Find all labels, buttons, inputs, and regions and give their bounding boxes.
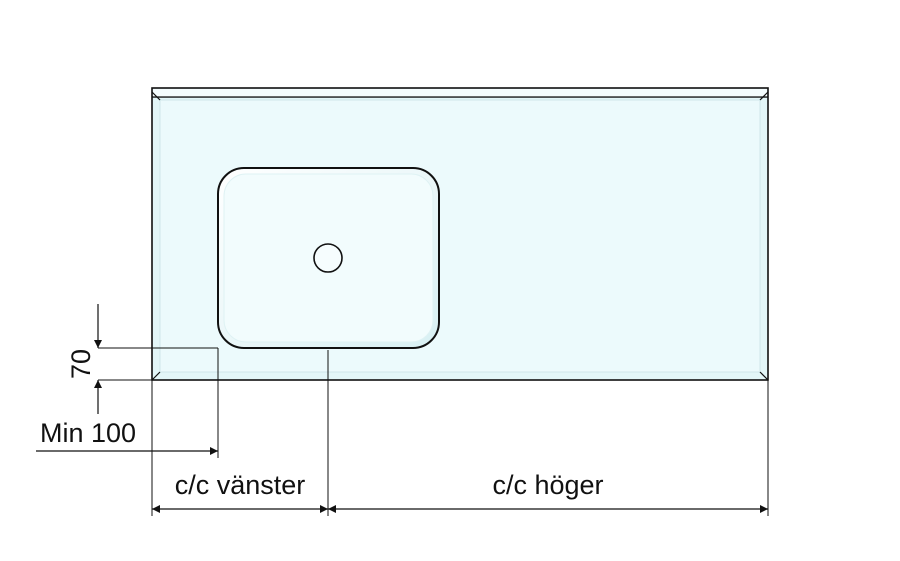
label-70: 70: [66, 349, 96, 379]
label-min-100: Min 100: [40, 418, 136, 448]
countertop-back-band: [153, 89, 767, 97]
drain-icon: [313, 243, 343, 273]
corner-chamfer-tr: [759, 91, 769, 101]
corner-chamfer-br: [759, 371, 769, 381]
sink: [217, 167, 440, 349]
dimension-cc: c/c vänster c/c höger: [152, 350, 769, 516]
corner-chamfer-bl: [151, 371, 161, 381]
dimension-70: 70: [66, 304, 218, 414]
corner-chamfer-tl: [151, 91, 161, 101]
label-cc-left: c/c vänster: [175, 470, 306, 500]
dimension-min-100: Min 100: [36, 348, 219, 516]
label-cc-right: c/c höger: [492, 470, 603, 500]
